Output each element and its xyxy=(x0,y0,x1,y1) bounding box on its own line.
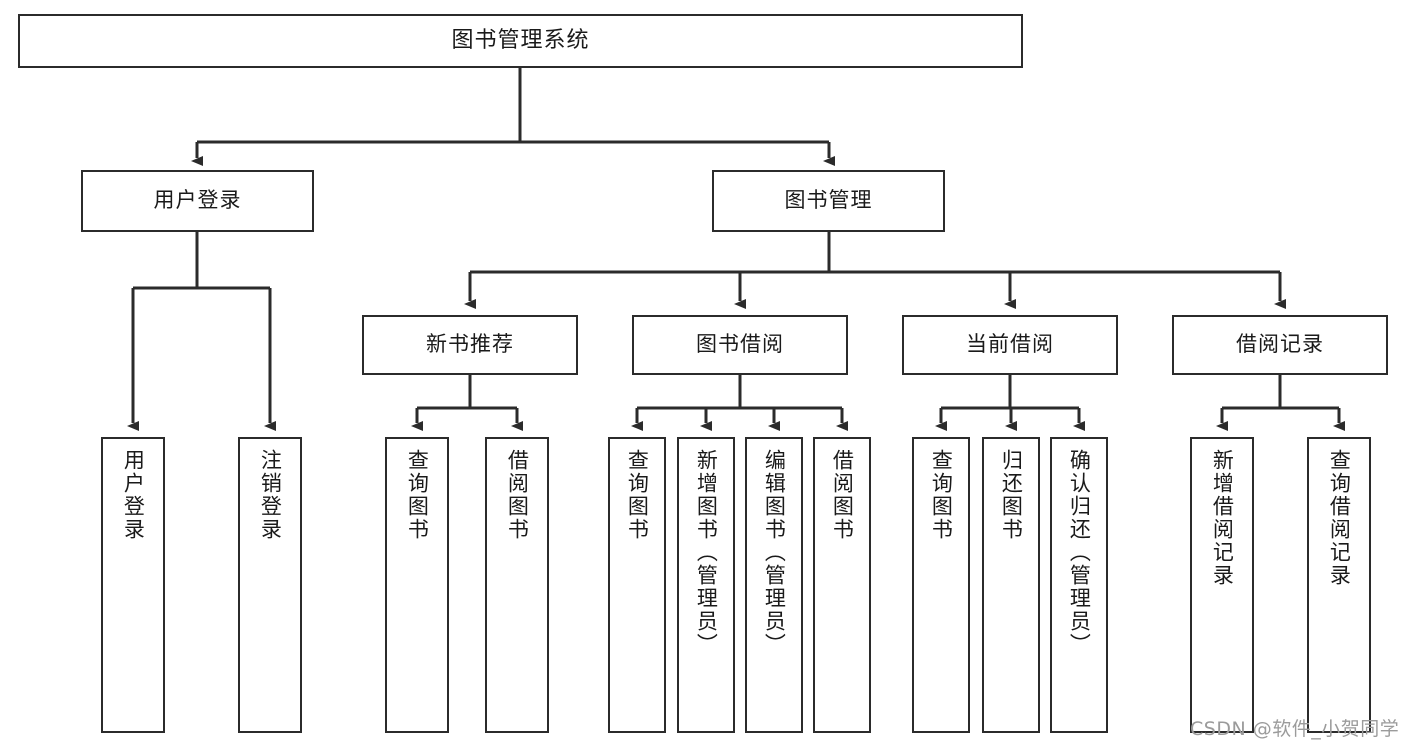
node-leaf-query-book-recommend[interactable]: 查询图书 xyxy=(385,437,449,733)
node-leaf-user-login[interactable]: 用户登录 xyxy=(101,437,165,733)
node-leaf-logout-label: 注销登录 xyxy=(258,449,283,541)
node-leaf-query-borrow-record[interactable]: 查询借阅记录 xyxy=(1307,437,1371,733)
node-leaf-query-book-current-label: 查询图书 xyxy=(929,449,954,541)
node-leaf-confirm-return-admin[interactable]: 确认归还（管理员） xyxy=(1050,437,1108,733)
node-leaf-borrow-book[interactable]: 借阅图书 xyxy=(813,437,871,733)
node-leaf-add-book-admin-label: 新增图书（管理员） xyxy=(694,449,719,656)
node-leaf-user-login-label: 用户登录 xyxy=(121,449,146,541)
node-leaf-borrow-book-recommend-label: 借阅图书 xyxy=(505,449,530,541)
node-root-label: 图书管理系统 xyxy=(451,27,590,53)
watermark: CSDN @软件_小贺同学 xyxy=(1190,714,1399,741)
node-leaf-query-borrow-record-label: 查询借阅记录 xyxy=(1327,449,1352,587)
node-new-book-recommend[interactable]: 新书推荐 xyxy=(362,315,578,375)
node-borrow-record[interactable]: 借阅记录 xyxy=(1172,315,1388,375)
node-leaf-query-book-borrow-label: 查询图书 xyxy=(625,449,650,541)
node-leaf-return-book[interactable]: 归还图书 xyxy=(982,437,1040,733)
node-leaf-query-book-current[interactable]: 查询图书 xyxy=(912,437,970,733)
watermark-text: CSDN @软件_小贺同学 xyxy=(1190,718,1400,740)
node-leaf-add-borrow-record[interactable]: 新增借阅记录 xyxy=(1190,437,1254,733)
node-leaf-add-borrow-record-label: 新增借阅记录 xyxy=(1210,449,1235,587)
node-leaf-return-book-label: 归还图书 xyxy=(999,449,1024,541)
node-user-login[interactable]: 用户登录 xyxy=(81,170,314,232)
node-current-borrow-label: 当前借阅 xyxy=(966,332,1054,357)
node-book-management[interactable]: 图书管理 xyxy=(712,170,945,232)
node-leaf-borrow-book-label: 借阅图书 xyxy=(830,449,855,541)
node-leaf-query-book-recommend-label: 查询图书 xyxy=(405,449,430,541)
node-root[interactable]: 图书管理系统 xyxy=(18,14,1023,68)
node-book-management-label: 图书管理 xyxy=(784,188,873,213)
node-current-borrow[interactable]: 当前借阅 xyxy=(902,315,1118,375)
node-leaf-confirm-return-admin-label: 确认归还（管理员） xyxy=(1067,449,1092,656)
node-book-borrow-label: 图书借阅 xyxy=(696,332,784,357)
node-leaf-add-book-admin[interactable]: 新增图书（管理员） xyxy=(677,437,735,733)
node-leaf-logout[interactable]: 注销登录 xyxy=(238,437,302,733)
node-leaf-edit-book-admin[interactable]: 编辑图书（管理员） xyxy=(745,437,803,733)
node-new-book-recommend-label: 新书推荐 xyxy=(426,332,514,357)
node-user-login-label: 用户登录 xyxy=(153,188,242,213)
node-leaf-edit-book-admin-label: 编辑图书（管理员） xyxy=(762,449,787,656)
node-borrow-record-label: 借阅记录 xyxy=(1236,332,1324,357)
node-leaf-borrow-book-recommend[interactable]: 借阅图书 xyxy=(485,437,549,733)
node-leaf-query-book-borrow[interactable]: 查询图书 xyxy=(608,437,666,733)
node-book-borrow[interactable]: 图书借阅 xyxy=(632,315,848,375)
